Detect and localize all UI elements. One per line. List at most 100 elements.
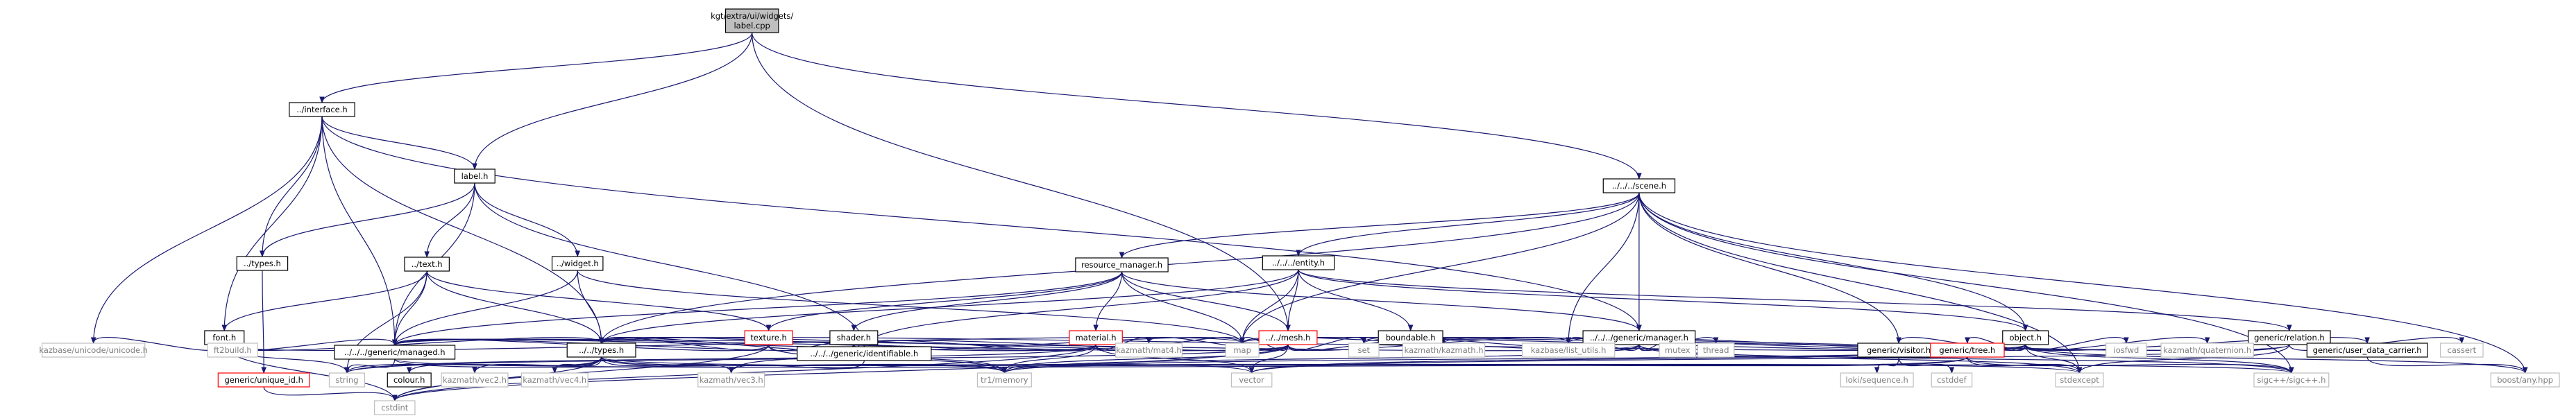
node-box-kazmathh [1402,343,1486,358]
node-label-stdexcept: stdexcept [2060,375,2099,385]
node-label-boundable: boundable.h [1386,333,1436,343]
edge-gtree-to-tr1memory [1001,356,1968,374]
edge [474,182,581,257]
edge [577,270,1245,344]
edge [1121,271,1642,331]
node-lokiseq: loki/sequence.h [1840,372,1914,388]
edge-object-to-boostany [2025,344,2528,374]
node-box-boostany [2490,372,2560,388]
node-sigc: sigc++/sigc++.h [2253,372,2330,388]
node-box-set [1348,343,1380,358]
edge [426,270,604,344]
edge [406,356,602,374]
node-label-root: kgt/extra/ui/widgets/label.cpp [711,11,793,31]
edge-scene-to-entity [1296,192,1640,257]
node-box-colour [387,372,432,388]
edge-interface-to-gmanaged [321,116,398,346]
node-box-types_b [566,343,636,358]
node-gmanaged[interactable]: ../../../generic/managed.h [334,345,456,360]
node-boundable[interactable]: boundable.h [1378,330,1443,345]
edge [2076,344,2290,374]
node-box-thread [1697,343,1735,358]
edge-udc-to-boostany [2366,356,2528,374]
node-types_a[interactable]: ../types.h [236,256,289,271]
edge-label_h-to-types_a [260,182,475,257]
edge [577,270,604,344]
node-box-label_h [454,168,495,184]
node-label-ft2build: ft2build.h [214,345,252,355]
node-widget[interactable]: ../widget.h [551,256,604,271]
node-interface[interactable]: ../interface.h [289,102,355,117]
edge [1967,356,2294,374]
node-label-types_a: ../types.h [244,259,281,268]
edge [1638,192,1901,344]
node-gtree[interactable]: generic/tree.h [1930,343,2005,358]
node-material[interactable]: material.h [1069,330,1123,345]
edge [2025,336,2129,352]
edge-text-to-types_b [426,270,604,344]
node-types_b[interactable]: ../../types.h [566,343,636,358]
node-set: set [1348,343,1380,358]
node-colour[interactable]: colour.h [387,372,432,388]
node-texture[interactable]: texture.h [744,330,793,345]
node-box-kbunicode [42,343,146,358]
edge [424,182,475,258]
node-entity[interactable]: ../../../entity.h [1262,255,1335,270]
edge [1566,192,1640,344]
node-relation[interactable]: generic/relation.h [2248,330,2331,345]
node-label-mesh: ../../mesh.h [1266,333,1311,343]
edge-relation-to-stdexcept [2076,344,2290,374]
edge-interface-to-gmanager [321,116,1642,331]
node-scene[interactable]: ../../../scene.h [1602,178,1676,193]
edge-entity-to-boundable [1298,269,1414,331]
node-label-gmanager: ../../../generic/manager.h [1590,333,1688,343]
node-udc[interactable]: generic/user_data_carrier.h [2306,343,2428,358]
edge [1298,269,2292,331]
node-mesh[interactable]: ../../mesh.h [1258,330,1318,345]
edge [2025,344,2294,374]
node-mat4: kazmath/mat4.h [1115,343,1183,358]
node-resmgr[interactable]: resource_manager.h [1075,257,1169,272]
edge [221,270,427,331]
node-text[interactable]: ../text.h [404,257,450,272]
node-gident[interactable]: ../../../generic/identifiable.h [797,346,932,361]
edge [1298,269,1414,331]
node-gmanager[interactable]: ../../../generic/manager.h [1582,330,1696,345]
edge [394,358,2294,374]
edge-label_h-to-text [424,182,475,258]
edge [861,269,1299,347]
node-label-uniqueid: generic/unique_id.h [224,375,303,385]
node-box-map [1225,343,1260,358]
edge [221,116,323,331]
node-font[interactable]: font.h [204,330,245,345]
edge-object-to-sigc [2025,344,2294,374]
edge-entity-to-map [1239,269,1299,344]
edge-text-to-font [221,270,427,331]
node-box-gident [797,346,932,361]
node-box-mat4 [1115,343,1183,358]
node-box-uniqueid [217,372,310,388]
edge [765,271,1123,331]
node-label-quaternion: kazmath/quaternion.h [2163,345,2251,355]
edge [1638,192,2083,374]
node-label-mutex: mutex [1665,345,1690,355]
node-root[interactable]: kgt/extra/ui/widgets/label.cpp [711,8,793,33]
node-shader[interactable]: shader.h [829,330,879,345]
node-label-object: object.h [2010,333,2042,343]
node-gvisitor[interactable]: generic/visitor.h [1857,343,1940,358]
node-box-lokiseq [1840,372,1914,388]
edge [2025,344,2528,374]
node-object[interactable]: object.h [2002,330,2049,345]
node-label-entity: ../../../entity.h [1272,258,1325,268]
edge-uniqueid-to-cstdint [263,386,398,401]
edge-layer [90,32,2528,401]
edge-scene-to-map [1239,192,1640,344]
edge [321,116,398,346]
edge [2366,356,2528,374]
node-box-object [2002,330,2049,345]
edge-resmgr-to-material [1093,271,1123,331]
node-uniqueid[interactable]: generic/unique_id.h [217,372,310,388]
node-label_h[interactable]: label.h [454,168,495,184]
node-box-quaternion [2160,343,2254,358]
edge-root-to-interface [319,32,753,103]
